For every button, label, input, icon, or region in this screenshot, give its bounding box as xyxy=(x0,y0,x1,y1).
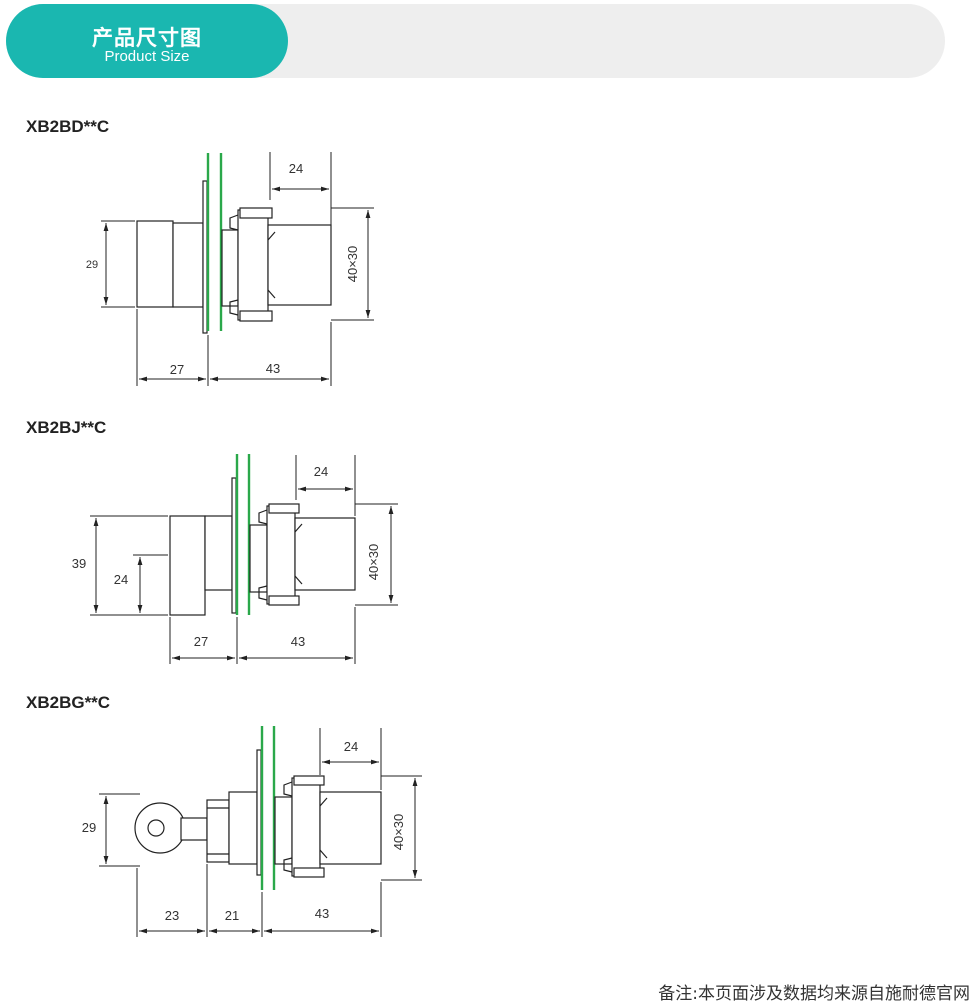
dim-text: 40×30 xyxy=(345,246,360,283)
clamp-lip-top xyxy=(268,503,300,514)
button-cap xyxy=(136,220,174,308)
button-collar xyxy=(172,222,204,308)
drawing-xb2bg xyxy=(134,726,382,890)
body-neck xyxy=(249,524,268,593)
key-shaft xyxy=(180,817,208,841)
dim-text: 43 xyxy=(315,906,329,921)
dim-text: 24 xyxy=(344,739,358,754)
clamp-hook-bottom xyxy=(229,299,239,316)
dim-text: 29 xyxy=(86,259,98,271)
dim-text: 40×30 xyxy=(391,814,406,851)
dim-text: 40×30 xyxy=(366,544,381,581)
key-hole xyxy=(147,819,165,837)
model-label-2: XB2BJ**C xyxy=(26,418,107,437)
clamp-block xyxy=(291,777,321,877)
dim-text: 21 xyxy=(225,908,239,923)
dim-text: 27 xyxy=(170,362,184,377)
clamp-lip-bottom xyxy=(268,595,300,606)
button-cap-large xyxy=(169,515,206,616)
dim-text: 29 xyxy=(82,820,96,835)
contact-block xyxy=(267,224,332,306)
footer-note: 备注:本页面涉及数据均来源自施耐德官网 xyxy=(658,984,970,1004)
clamp-block xyxy=(266,505,296,605)
dim-text: 43 xyxy=(266,361,280,376)
body-neck xyxy=(221,229,239,307)
drawing-xb2bj xyxy=(169,454,356,616)
dim-text: 24 xyxy=(314,464,328,479)
clamp-lip-bottom xyxy=(293,867,325,878)
clamp-hook-top xyxy=(229,214,239,231)
clamp-lip-bottom xyxy=(239,310,273,322)
key-barrel xyxy=(206,799,230,863)
body-neck xyxy=(274,796,293,865)
dim-text: 24 xyxy=(289,161,303,176)
section-title-en: Product Size xyxy=(104,48,190,65)
clamp-lip-top xyxy=(293,775,325,786)
section-title-cn: 产品尺寸图 xyxy=(92,27,202,50)
dim-text: 23 xyxy=(165,908,179,923)
dim-text: 43 xyxy=(291,634,305,649)
drawing-xb2bd xyxy=(136,153,332,334)
contact-block xyxy=(294,517,356,591)
mounting-bezel xyxy=(256,749,262,876)
model-label-3: XB2BG**C xyxy=(26,693,111,712)
section-title-pill: 产品尺寸图 Product Size xyxy=(6,4,288,78)
mounting-bezel xyxy=(231,477,237,614)
clamp-lip-top xyxy=(239,207,273,219)
clamp-block xyxy=(237,209,269,321)
dim-text: 39 xyxy=(72,556,86,571)
mounting-bezel xyxy=(202,180,208,334)
contact-block xyxy=(319,791,382,865)
dim-text: 24 xyxy=(114,572,128,587)
button-collar xyxy=(228,791,258,865)
model-label-1: XB2BD**C xyxy=(26,117,110,136)
dim-text: 27 xyxy=(194,634,208,649)
button-collar xyxy=(204,515,233,591)
